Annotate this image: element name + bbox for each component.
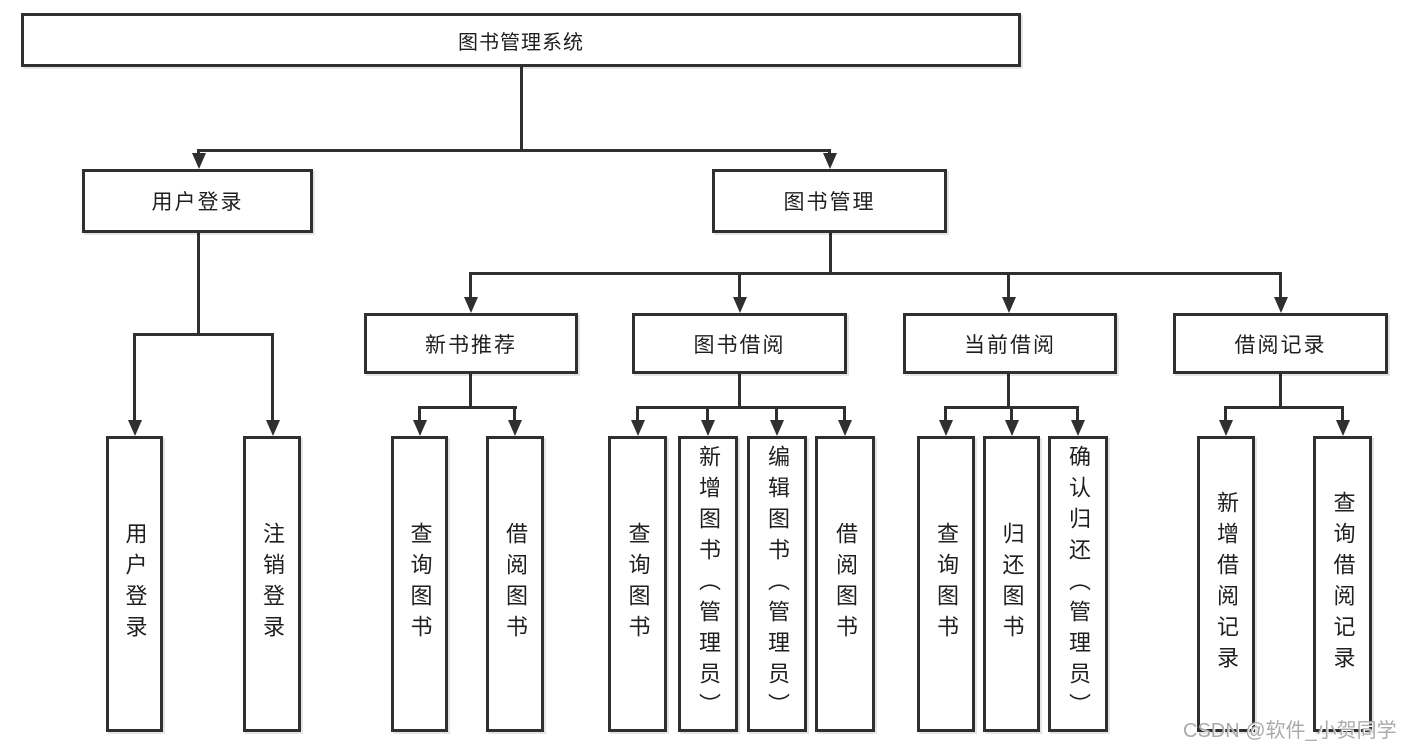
leaf-current-confirm-return: 确认归还（管理员） — [1048, 436, 1108, 732]
arrow-down-icon — [192, 153, 206, 169]
connector-hline — [1224, 406, 1344, 409]
arrow-down-icon — [508, 420, 522, 436]
leaf-label: 借阅图书 — [503, 522, 528, 646]
node-new-book-recommend: 新书推荐 — [364, 313, 578, 374]
connector-hline — [197, 149, 831, 152]
node-borrow-records: 借阅记录 — [1173, 313, 1388, 374]
connector-hline — [418, 406, 517, 409]
leaf-borrow-query-books: 查询图书 — [608, 436, 667, 732]
arrow-down-icon — [1005, 420, 1019, 436]
connector-stem — [1010, 406, 1013, 424]
leaf-recommend-query-books: 查询图书 — [391, 436, 448, 732]
node-label: 借阅记录 — [1234, 333, 1327, 357]
connector-vline — [1279, 373, 1282, 409]
leaf-label: 归还图书 — [999, 522, 1025, 646]
connector-hline — [469, 272, 1282, 275]
arrow-down-icon — [413, 420, 427, 436]
arrow-down-icon — [939, 420, 953, 436]
node-label: 用户登录 — [151, 191, 244, 214]
connector-hline — [636, 406, 846, 409]
arrow-down-icon — [823, 153, 837, 169]
leaf-borrow-add-books: 新增图书（管理员） — [678, 436, 738, 732]
node-book-borrow: 图书借阅 — [632, 313, 847, 374]
arrow-down-icon — [701, 420, 715, 436]
arrow-down-icon — [1002, 297, 1016, 313]
leaf-label: 新增借阅记录 — [1214, 491, 1239, 677]
arrow-down-icon — [838, 420, 852, 436]
arrow-down-icon — [631, 420, 645, 436]
arrow-down-icon — [733, 297, 747, 313]
connector-stem — [469, 272, 472, 301]
connector-stem — [636, 406, 639, 424]
arrow-down-icon — [1336, 420, 1350, 436]
connector-vline — [829, 232, 832, 275]
leaf-records-query-record: 查询借阅记录 — [1313, 436, 1372, 732]
connector-stem — [133, 333, 136, 424]
connector-vline — [197, 232, 200, 336]
node-user-login: 用户登录 — [82, 169, 313, 233]
leaf-label: 新增图书（管理员） — [696, 444, 721, 724]
connector-vline — [469, 373, 472, 409]
connector-stem — [706, 406, 709, 424]
node-label: 新书推荐 — [425, 333, 517, 357]
connector-stem — [1224, 406, 1227, 424]
connector-stem — [1341, 406, 1344, 424]
arrow-down-icon — [770, 420, 784, 436]
leaf-label: 查询借阅记录 — [1330, 491, 1356, 677]
leaf-logout: 注销登录 — [243, 436, 301, 732]
arrow-down-icon — [464, 297, 478, 313]
csdn-watermark: CSDN @软件_小贺同学 — [1183, 720, 1397, 742]
node-book-management: 图书管理 — [712, 169, 947, 233]
leaf-label: 编辑图书（管理员） — [765, 444, 790, 724]
arrow-down-icon — [1219, 420, 1233, 436]
connector-vline — [1007, 373, 1010, 409]
leaf-current-query-books: 查询图书 — [917, 436, 975, 732]
leaf-label: 用户登录 — [122, 522, 148, 646]
node-label: 当前借阅 — [964, 333, 1056, 357]
connector-stem — [1007, 272, 1010, 301]
arrow-down-icon — [266, 420, 280, 436]
connector-vline — [738, 373, 741, 409]
leaf-recommend-borrow-books: 借阅图书 — [486, 436, 544, 732]
node-library-management-system: 图书管理系统 — [21, 13, 1021, 67]
connector-stem — [1076, 406, 1079, 424]
connector-stem — [738, 272, 741, 301]
connector-stem — [944, 406, 947, 424]
leaf-current-return-books: 归还图书 — [983, 436, 1040, 732]
connector-stem — [775, 406, 778, 424]
connector-stem — [513, 406, 516, 424]
node-label: 图书管理 — [783, 191, 876, 214]
connector-stem — [271, 333, 274, 424]
leaf-records-add-record: 新增借阅记录 — [1197, 436, 1255, 732]
leaf-label: 查询图书 — [625, 522, 651, 646]
arrow-down-icon — [1071, 420, 1085, 436]
leaf-label: 注销登录 — [260, 522, 285, 646]
leaf-label: 确认归还（管理员） — [1066, 444, 1091, 724]
leaf-label: 查询图书 — [934, 522, 959, 646]
arrow-down-icon — [1274, 297, 1288, 313]
leaf-label: 借阅图书 — [833, 522, 858, 646]
connector-stem — [843, 406, 846, 424]
connector-stem — [418, 406, 421, 424]
arrow-down-icon — [128, 420, 142, 436]
leaf-borrow-borrow-books: 借阅图书 — [815, 436, 875, 732]
node-label: 图书借阅 — [693, 333, 786, 357]
connector-stem — [1279, 272, 1282, 301]
leaf-label: 查询图书 — [407, 522, 433, 646]
leaf-borrow-edit-books: 编辑图书（管理员） — [747, 436, 807, 732]
connector-hline — [133, 333, 274, 336]
node-label: 图书管理系统 — [458, 31, 584, 54]
leaf-user-login: 用户登录 — [106, 436, 163, 732]
connector-vline — [520, 67, 523, 152]
node-current-borrow: 当前借阅 — [903, 313, 1117, 374]
